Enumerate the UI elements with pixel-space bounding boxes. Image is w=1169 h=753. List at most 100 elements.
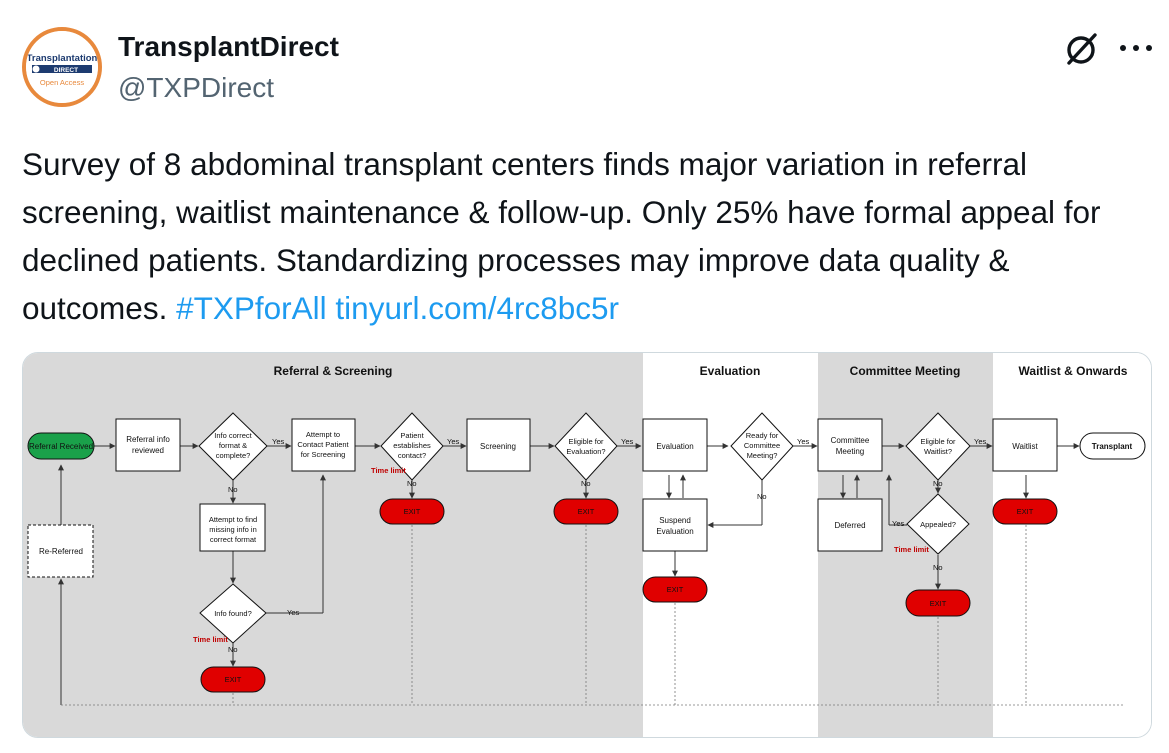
label-exit-2: EXIT — [404, 507, 421, 516]
label-ready-committee-3: Meeting? — [747, 451, 778, 460]
section-title-committee: Committee Meeting — [850, 364, 961, 378]
section-title-waitlist: Waitlist & Onwards — [1019, 364, 1128, 378]
section-title-referral: Referral & Screening — [274, 364, 393, 378]
node-referral-info — [115, 418, 181, 472]
label-waitlist: Waitlist — [1012, 442, 1038, 451]
account-handle[interactable]: @TXPDirect — [118, 72, 274, 103]
yes-label-4: Yes — [797, 437, 809, 446]
node-waitlist — [992, 418, 1058, 472]
label-patient-contact-3: contact? — [398, 451, 426, 460]
label-attempt-contact-2: Contact Patient — [297, 440, 349, 449]
node-re-referred — [27, 524, 94, 578]
label-eligible-waitlist-1: Eligible for — [920, 437, 956, 446]
node-info-found — [199, 583, 267, 644]
label-attempt-find-3: correct format — [210, 535, 257, 544]
label-info-correct-1: Info correct — [214, 431, 252, 440]
node-exit-1 — [200, 666, 266, 693]
node-exit-2 — [379, 498, 445, 525]
avatar-line2: DIRECT — [54, 67, 78, 74]
label-attempt-find-1: Attempt to find — [209, 515, 257, 524]
node-patient-contact — [380, 412, 444, 481]
label-suspend-eval-1: Suspend — [659, 516, 691, 525]
tweet-media-image[interactable]: Referral & Screening Evaluation Committe… — [22, 352, 1152, 738]
node-committee-meeting — [817, 418, 883, 472]
no-label-3: No — [581, 479, 591, 488]
label-exit-1: EXIT — [225, 675, 242, 684]
section-title-evaluation: Evaluation — [700, 364, 761, 378]
node-ready-committee — [730, 412, 794, 481]
grok-icon[interactable] — [1062, 30, 1100, 68]
url-link[interactable]: tinyurl.com/4rc8bc5r — [335, 290, 620, 326]
label-exit-3: EXIT — [578, 507, 595, 516]
label-committee-meeting-2: Meeting — [836, 447, 864, 456]
node-attempt-find — [199, 503, 266, 552]
yes-label-7: Yes — [892, 519, 904, 528]
label-exit-4: EXIT — [667, 585, 684, 594]
node-exit-6 — [992, 498, 1058, 525]
label-exit-5: EXIT — [930, 599, 947, 608]
node-transplant — [1079, 432, 1146, 460]
label-info-found: Info found? — [214, 609, 252, 618]
label-screening: Screening — [480, 442, 516, 451]
yes-label-6: Yes — [287, 608, 299, 617]
yes-label-3: Yes — [621, 437, 633, 446]
yes-label-2: Yes — [447, 437, 459, 446]
section-waitlist-bg — [993, 353, 1151, 737]
label-re-referred: Re-Referred — [39, 547, 83, 556]
node-eligible-waitlist — [905, 412, 971, 481]
node-screening — [466, 418, 531, 472]
label-eligible-eval-1: Eligible for — [568, 437, 604, 446]
node-suspend-evaluation — [642, 498, 708, 552]
label-attempt-find-2: missing info in — [209, 525, 257, 534]
yes-label-1: Yes — [272, 437, 284, 446]
label-deferred: Deferred — [834, 521, 865, 530]
node-info-correct — [198, 412, 268, 481]
label-info-correct-3: complete? — [216, 451, 251, 460]
avatar-line3: Open Access — [40, 78, 84, 87]
label-patient-contact-1: Patient — [400, 431, 424, 440]
node-exit-3 — [553, 498, 619, 525]
display-name[interactable]: TransplantDirect — [118, 31, 339, 62]
label-attempt-contact-1: Attempt to — [306, 430, 340, 439]
node-appealed — [906, 493, 970, 555]
no-label-2: No — [407, 479, 417, 488]
label-ready-committee-2: Committee — [744, 441, 780, 450]
label-ready-committee-1: Ready for — [746, 431, 779, 440]
label-suspend-eval-2: Evaluation — [656, 527, 693, 536]
flowchart-diagram: Referral & Screening Evaluation Committe… — [23, 353, 1151, 737]
more-icon[interactable] — [1118, 38, 1154, 58]
no-label-7: No — [933, 563, 943, 572]
label-attempt-contact-3: for Screening — [301, 450, 346, 459]
avatar-line1: Transplantation — [27, 53, 98, 64]
label-patient-contact-2: establishes — [393, 441, 431, 450]
node-referral-received — [27, 432, 95, 460]
tweet-body: Survey of 8 abdominal transplant centers… — [22, 146, 1101, 326]
label-committee-meeting-1: Committee — [831, 436, 870, 445]
no-label-6: No — [228, 645, 238, 654]
time-limit-1: Time limit — [371, 466, 406, 475]
label-appealed: Appealed? — [920, 520, 956, 529]
no-label-1: No — [228, 485, 238, 494]
yes-label-5: Yes — [974, 437, 986, 446]
node-exit-4 — [642, 576, 708, 603]
label-referral-info-2: reviewed — [132, 446, 164, 455]
label-info-correct-2: format & — [219, 441, 247, 450]
label-eligible-waitlist-2: Waitlist? — [924, 447, 952, 456]
tweet-text: Survey of 8 abdominal transplant centers… — [22, 140, 1162, 332]
node-evaluation — [642, 418, 708, 472]
time-limit-2: Time limit — [193, 635, 228, 644]
label-evaluation: Evaluation — [656, 442, 693, 451]
label-referral-info-1: Referral info — [126, 435, 170, 444]
no-label-5: No — [933, 479, 943, 488]
label-referral-received: Referral Received — [29, 442, 93, 451]
node-attempt-contact — [291, 418, 356, 472]
section-referral-bg — [23, 353, 643, 737]
account-avatar[interactable]: Transplantation DIRECT Open Access — [22, 27, 102, 107]
label-eligible-eval-2: Evaluation? — [566, 447, 605, 456]
node-eligible-evaluation — [554, 412, 618, 481]
label-exit-6: EXIT — [1017, 507, 1034, 516]
hashtag-link[interactable]: #TXPforAll — [176, 290, 327, 326]
node-deferred — [817, 498, 883, 552]
label-transplant: Transplant — [1092, 442, 1133, 451]
no-label-4: No — [757, 492, 767, 501]
